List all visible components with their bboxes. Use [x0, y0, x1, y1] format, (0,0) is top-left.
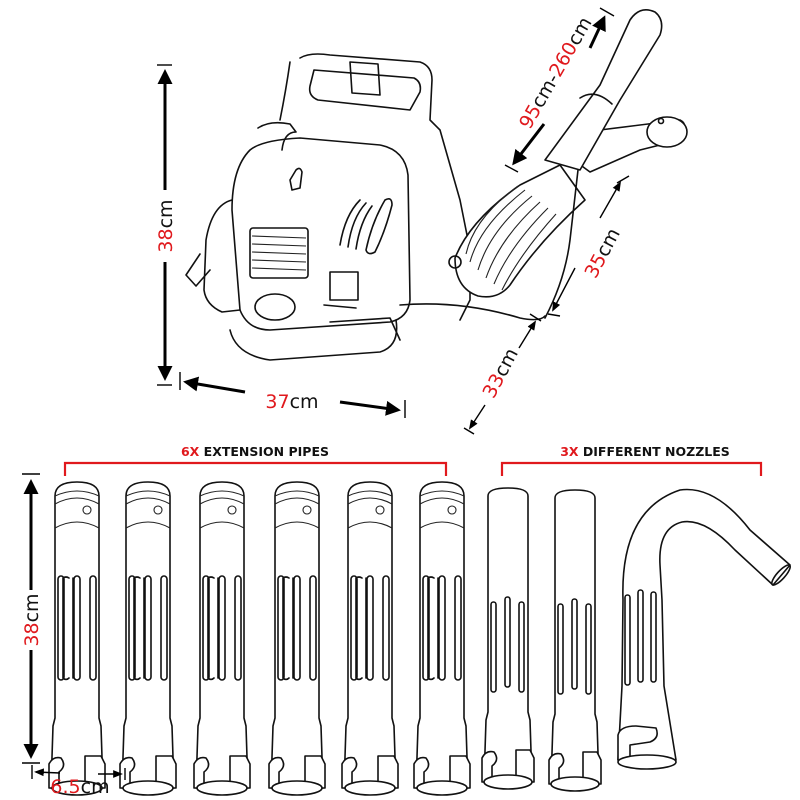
- extension-pipes-bracket: [63, 461, 448, 476]
- tube-dimension: [504, 7, 615, 173]
- depth-label: 33cm: [479, 345, 523, 402]
- nozzles-heading: 3X DIFFERENT NOZZLES: [560, 444, 730, 459]
- nozzles-bracket: [500, 461, 763, 476]
- hose-dimension: [547, 175, 630, 317]
- extension-pipes-heading: 6X EXTENSION PIPES: [181, 444, 329, 459]
- extension-pipe-icon: [48, 481, 106, 796]
- pipe-length-dimension: [22, 473, 40, 764]
- extension-pipe-icon: [341, 481, 399, 796]
- nozzle-icon: [481, 487, 535, 790]
- pipe-diameter-label: 6.5cm: [50, 776, 109, 798]
- width-dimension: [179, 372, 406, 418]
- backpack-leaf-blower-icon: [185, 9, 688, 361]
- height-label: 38cm: [155, 199, 177, 252]
- height-dimension: [157, 64, 173, 386]
- extension-pipe-icon: [268, 481, 326, 796]
- width-label: 37cm: [265, 391, 318, 413]
- extension-pipe-icon: [193, 481, 251, 796]
- pipe-diameter-dimension: [31, 765, 126, 780]
- pipe-length-label: 38cm: [21, 593, 43, 646]
- extension-pipe-icon: [119, 481, 177, 796]
- depth-dimension: [463, 313, 542, 435]
- extension-pipe-icon: [413, 481, 471, 796]
- nozzle-icon: [548, 489, 602, 792]
- hose-label: 35cm: [581, 225, 625, 282]
- curved-nozzle-icon: [617, 488, 791, 770]
